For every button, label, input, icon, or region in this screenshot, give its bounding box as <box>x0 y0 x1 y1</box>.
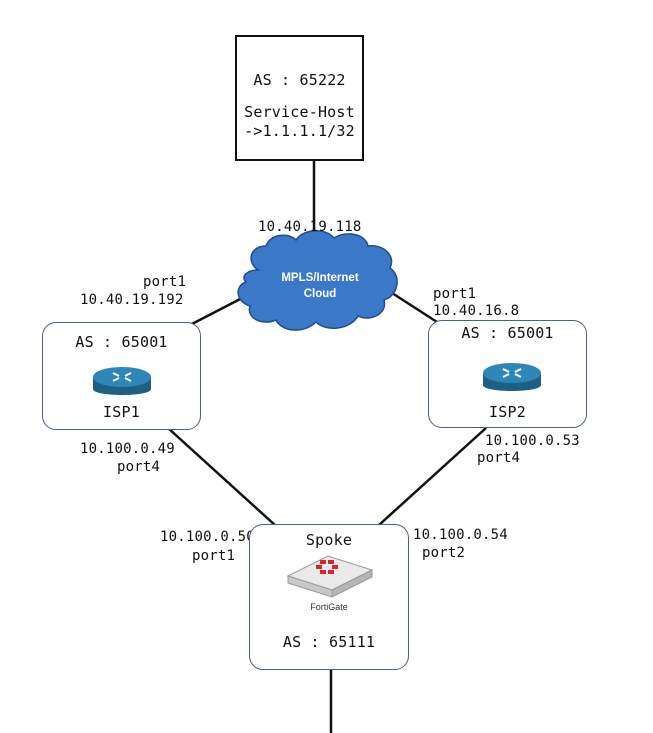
cloud-label-line2: Cloud <box>303 288 337 300</box>
spoke-device-label: FortiGate <box>310 602 348 612</box>
router-icon <box>483 363 541 391</box>
isp1-lan-ip: 10.100.0.49 <box>80 441 175 457</box>
spoke-node[interactable]: Spoke FortiGate AS : 65111 <box>249 524 409 670</box>
link-isp2-spoke <box>378 427 487 526</box>
isp2-name: ISP2 <box>489 403 526 421</box>
cloud-icon <box>237 230 398 331</box>
isp2-wan-ip: 10.40.16.8 <box>433 303 520 319</box>
isp1-wan-port: port1 <box>143 274 187 290</box>
spoke-title: Spoke <box>305 531 353 549</box>
service-host-as-label: AS : 65222 <box>253 71 346 89</box>
cloud-label-line1: MPLS/Internet <box>281 272 359 284</box>
isp2-node[interactable]: AS : 65001 ISP2 <box>428 320 587 428</box>
isp1-name: ISP1 <box>103 403 140 421</box>
spoke-as-label: AS : 65111 <box>282 633 376 651</box>
cloud-ip-label: 10.40.19.118 <box>258 219 362 235</box>
service-host-title: Service-Host <box>244 103 355 121</box>
isp1-lan-port: port4 <box>117 459 161 475</box>
service-host-box: AS : 65222 Service-Host ->1.1.1.1/32 <box>235 35 364 161</box>
isp2-lan-port: port4 <box>477 450 521 466</box>
link-isp1-spoke <box>167 427 277 527</box>
isp2-wan-port: port1 <box>433 286 477 302</box>
isp1-as-label: AS : 65001 <box>75 333 168 351</box>
router-icon <box>93 367 151 395</box>
spoke-port1-label: port1 <box>192 548 236 564</box>
service-host-prefix: ->1.1.1.1/32 <box>244 122 355 140</box>
isp1-node[interactable]: AS : 65001 ISP1 <box>42 322 201 430</box>
isp2-lan-ip: 10.100.0.53 <box>485 433 580 449</box>
fortigate-firewall-icon <box>286 555 374 598</box>
isp2-as-label: AS : 65001 <box>461 324 554 342</box>
spoke-port2-ip: 10.100.0.54 <box>413 527 508 543</box>
isp1-wan-ip: 10.40.19.192 <box>80 292 184 308</box>
cloud-label: MPLS/Internet Cloud <box>258 270 382 302</box>
link-cloud-isp1 <box>189 294 247 327</box>
spoke-port2-label: port2 <box>422 545 466 561</box>
link-cloud-isp2 <box>391 291 438 324</box>
spoke-port1-ip: 10.100.0.50 <box>160 529 255 545</box>
